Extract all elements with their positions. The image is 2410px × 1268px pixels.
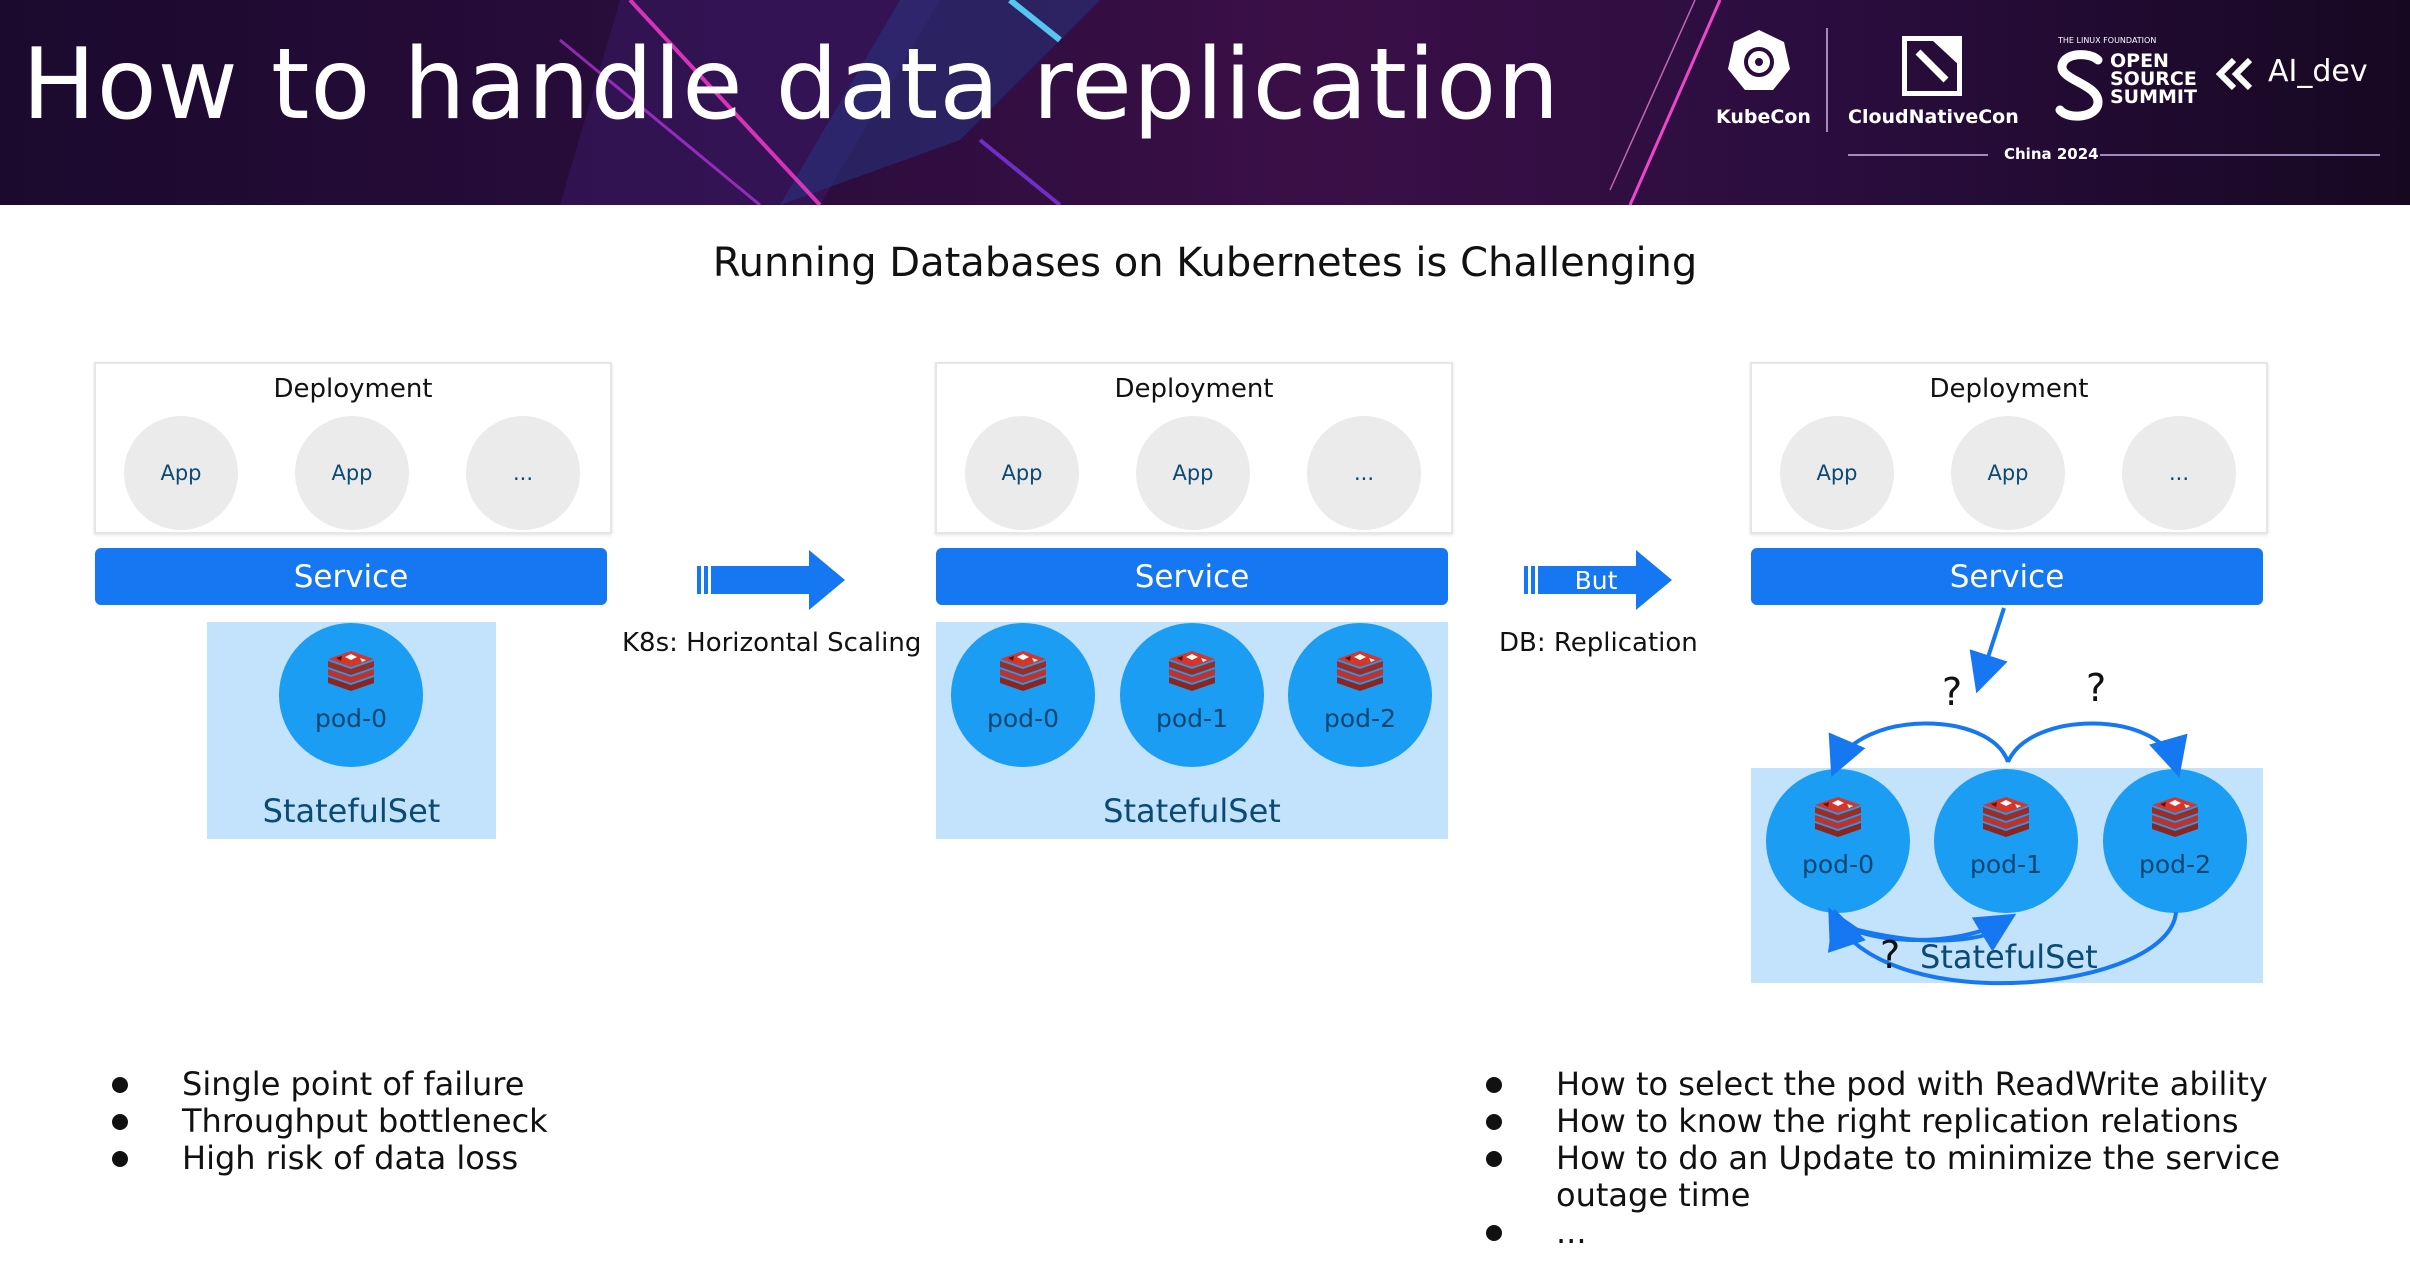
kubecon-label: KubeCon	[1716, 106, 1811, 128]
aidev-label: AI_dev	[2268, 54, 2368, 89]
pod-circle: pod-0	[1766, 769, 1910, 913]
pod-label: pod-2	[1324, 704, 1396, 733]
app-circle: App	[1780, 416, 1894, 530]
list-item: Throughput bottleneck	[112, 1103, 548, 1140]
pod-label: pod-1	[1156, 704, 1228, 733]
replication-caption: DB: Replication	[1499, 628, 1698, 658]
redis-icon	[328, 651, 374, 691]
pod-label: pod-0	[987, 704, 1059, 733]
app-circle-more: ...	[2122, 416, 2236, 530]
bullet-dot	[1486, 1077, 1502, 1093]
app-circle: App	[1136, 416, 1250, 530]
deployment-label: Deployment	[273, 374, 433, 404]
list-item: How to do an Update to minimize the serv…	[1486, 1140, 2286, 1214]
bullet-dot	[112, 1114, 128, 1130]
question-mark: ?	[1942, 670, 1963, 714]
bullet-dot	[112, 1151, 128, 1167]
pod-circle: pod-1	[1934, 769, 2078, 913]
pod-label: pod-0	[1802, 850, 1874, 879]
service-bar-3: Service	[1751, 548, 2263, 605]
banner-decoration	[559, 0, 1722, 205]
app-circle-more: ...	[1307, 416, 1421, 530]
event-line-right	[2100, 154, 2380, 156]
oss-line2: SOURCE	[2110, 68, 2197, 90]
kubernetes-helm-icon	[1728, 30, 1790, 90]
right-bullet-list: How to select the pod with ReadWrite abi…	[1486, 1066, 2286, 1251]
pod1-to-pod0-arc	[1828, 721, 2010, 778]
oss-line1: OPEN	[2110, 50, 2169, 72]
bullet-dot	[1486, 1225, 1502, 1241]
page-title: How to handle data replication	[22, 28, 1561, 142]
deployment-box-1: Deployment App App ...	[94, 362, 612, 534]
pod-circle: pod-2	[1288, 623, 1432, 767]
redis-icon	[1337, 651, 1383, 691]
statefulset-label-1: StatefulSet	[262, 792, 441, 830]
but-arrow-icon	[1524, 550, 1672, 610]
question-mark: ?	[2086, 666, 2107, 710]
diagram-subtitle: Running Databases on Kubernetes is Chall…	[712, 240, 1698, 286]
list-item: How to select the pod with ReadWrite abi…	[1486, 1066, 2286, 1103]
pod-circle: pod-2	[2103, 769, 2247, 913]
list-item: High risk of data loss	[112, 1140, 548, 1177]
deployment-label: Deployment	[1114, 374, 1274, 404]
aidev-chevrons-icon	[2216, 58, 2253, 90]
app-circle: App	[124, 416, 238, 530]
pod1-to-pod2-arc	[2006, 721, 2188, 778]
pod-label: pod-2	[2139, 850, 2211, 879]
deployment-label: Deployment	[1929, 374, 2089, 404]
question-mark: ?	[1880, 933, 1901, 977]
scaling-caption: K8s: Horizontal Scaling	[622, 628, 922, 658]
redis-icon	[1000, 651, 1046, 691]
statefulset-label-2: StatefulSet	[1103, 792, 1281, 830]
bullet-dot	[1486, 1151, 1502, 1167]
service-bar-2: Service	[936, 548, 1448, 605]
app-circle-more: ...	[466, 416, 580, 530]
app-circle: App	[1951, 416, 2065, 530]
service-bar-1: Service	[95, 548, 607, 605]
cncf-icon	[1902, 36, 1962, 96]
redis-icon	[1169, 651, 1215, 691]
app-circle: App	[965, 416, 1079, 530]
deployment-box-3: Deployment App App ...	[1750, 362, 2268, 534]
list-item: How to know the right replication relati…	[1486, 1103, 2286, 1140]
replication-arrows	[1827, 607, 2188, 986]
pod0-to-pod1-arc	[1834, 913, 2017, 952]
event-line-left	[1848, 154, 1988, 156]
app-circle: App	[295, 416, 409, 530]
oss-line3: SUMMIT	[2110, 86, 2197, 108]
pod-circle: pod-0	[279, 623, 423, 767]
event-label: China 2024	[2004, 145, 2099, 163]
list-item: Single point of failure	[112, 1066, 548, 1103]
header-banner: How to handle data replication KubeCon C…	[0, 0, 2410, 205]
but-arrow-label: But	[1574, 566, 1618, 595]
deployment-box-2: Deployment App App ...	[935, 362, 1453, 534]
pod-label: pod-1	[1970, 850, 2042, 879]
service-to-pods-arrow	[1969, 607, 2008, 694]
list-item: ...	[1486, 1214, 2286, 1251]
pod-circle: pod-0	[951, 623, 1095, 767]
bullet-dot	[112, 1077, 128, 1093]
oss-s-icon	[2055, 50, 2103, 121]
lf-label: THE LINUX FOUNDATION	[2058, 36, 2157, 45]
pod-label: pod-0	[315, 704, 387, 733]
scaling-arrow-icon	[697, 550, 845, 610]
pod2-to-pod0-arc	[1828, 907, 2178, 986]
pod-circle: pod-1	[1120, 623, 1264, 767]
cloudnativecon-label: CloudNativeCon	[1848, 106, 2019, 128]
logo-divider	[1826, 28, 1828, 132]
bullet-dot	[1486, 1114, 1502, 1130]
left-bullet-list: Single point of failure Throughput bottl…	[112, 1066, 548, 1177]
